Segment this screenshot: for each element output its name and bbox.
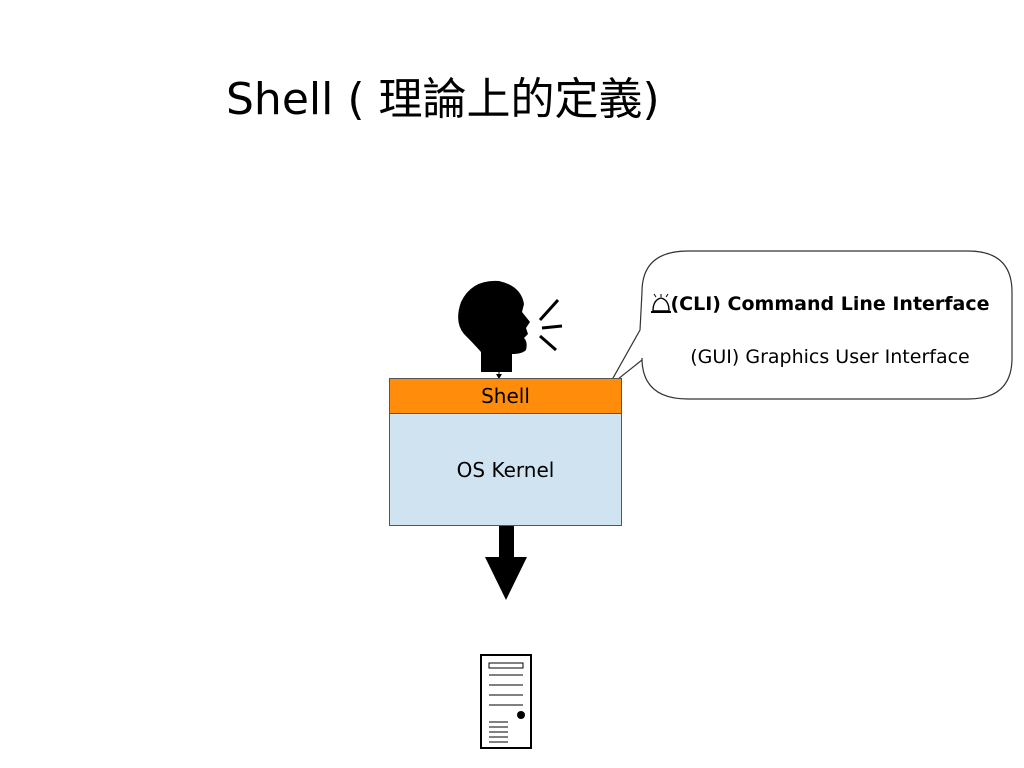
cli-label: (CLI) Command Line Interface bbox=[670, 293, 990, 315]
gui-label: (GUI) Graphics User Interface bbox=[690, 346, 970, 368]
computer-tower-icon bbox=[480, 654, 532, 749]
down-arrow-icon bbox=[485, 519, 527, 600]
speaking-head-icon bbox=[458, 280, 563, 379]
shell-label: Shell bbox=[481, 384, 530, 408]
os-kernel-box: OS Kernel bbox=[389, 413, 622, 526]
speech-bubble bbox=[607, 250, 1013, 400]
shell-box: Shell bbox=[389, 378, 622, 414]
os-kernel-label: OS Kernel bbox=[456, 457, 555, 482]
bell-icon bbox=[651, 293, 671, 313]
slide-title: Shell ( 理論上的定義) bbox=[226, 74, 660, 125]
